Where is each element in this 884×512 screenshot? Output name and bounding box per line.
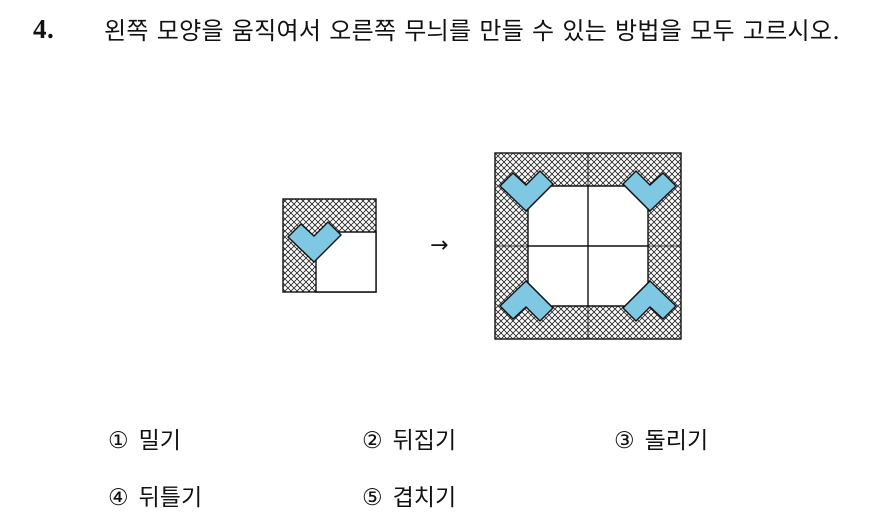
blue-chevron-top-left [499,170,554,212]
blue-chevron-bottom-right [622,280,677,322]
choice-label: 돌리기 [644,428,709,454]
choice-3[interactable]: ③ 돌리기 [614,421,708,455]
blue-chevron-bottom-left [499,280,554,322]
choice-mark: ② [362,428,383,454]
question-text: 왼쪽 모양을 움직여서 오른쪽 무늬를 만들 수 있는 방법을 모두 고르시오. [104,17,841,45]
choice-label: 겹치기 [392,485,457,511]
arrow-icon: → [430,233,448,258]
choice-mark: ⑤ [362,485,383,511]
choice-5[interactable]: ⑤ 겹치기 [362,478,456,512]
choice-4[interactable]: ④ 뒤틀기 [108,478,202,512]
choice-label: 뒤틀기 [138,485,203,511]
blue-chevron-top-right [622,170,677,212]
choice-mark: ① [108,428,129,454]
choice-label: 뒤집기 [392,428,457,454]
choice-1[interactable]: ① 밀기 [108,421,181,455]
pattern-figure: → [282,152,682,340]
choice-mark: ③ [614,428,635,454]
blue-chevron-shape [287,221,342,263]
result-pattern [494,152,682,340]
source-tile [282,198,377,293]
question-number: 4. [33,14,55,44]
choice-label: 밀기 [138,428,181,454]
choice-mark: ④ [108,485,129,511]
choice-2[interactable]: ② 뒤집기 [362,421,456,455]
